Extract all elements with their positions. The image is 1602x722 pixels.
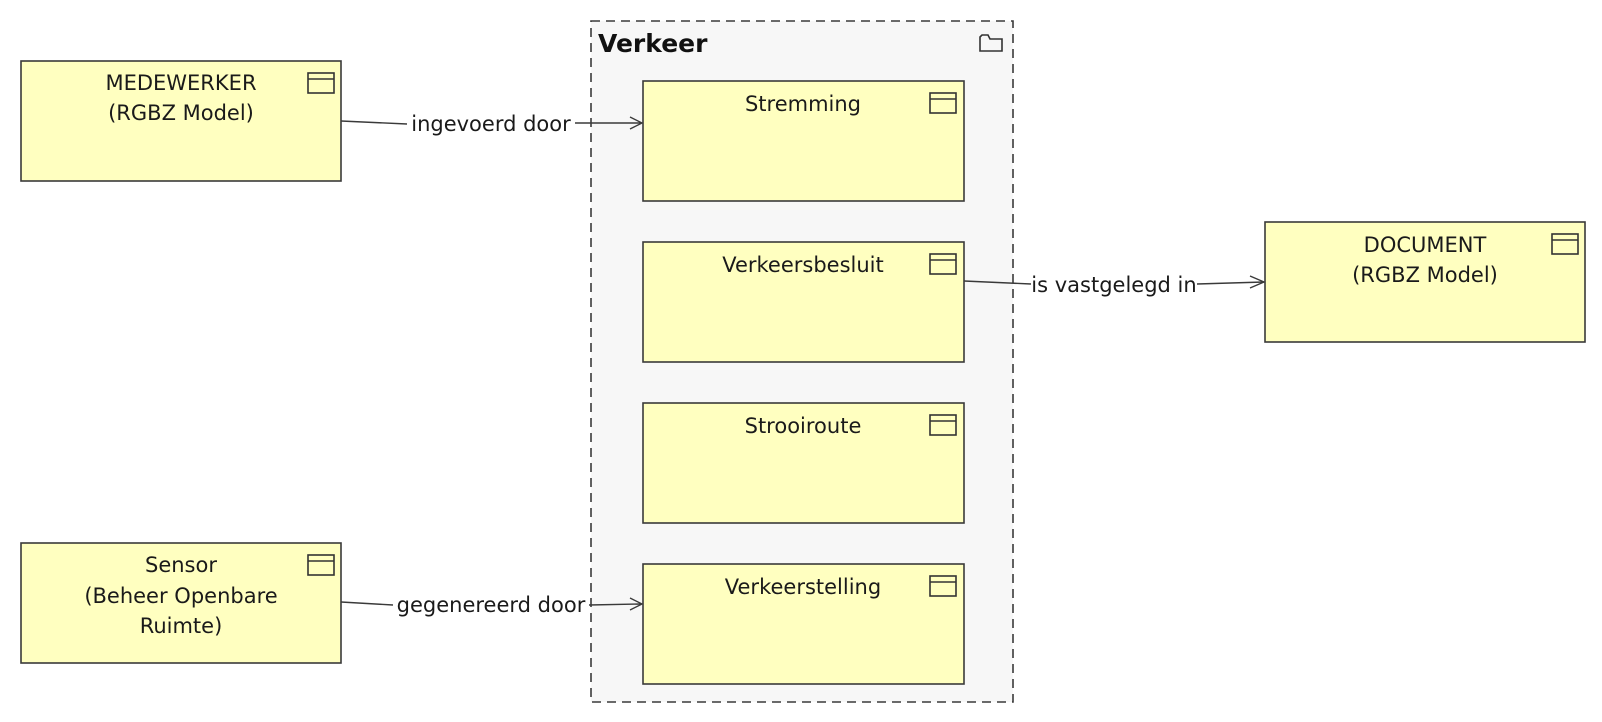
class-box xyxy=(20,542,342,664)
class-name: DOCUMENT xyxy=(1364,233,1487,257)
class-stereotype: (RGBZ Model) xyxy=(108,101,254,125)
class-box xyxy=(642,80,965,202)
class-icon xyxy=(929,92,957,114)
class-box xyxy=(20,60,342,182)
relation-gegenereerd-door[interactable]: gegenereerd door xyxy=(340,593,644,617)
class-name: Sensor xyxy=(145,553,217,577)
class-name: Verkeersbesluit xyxy=(722,253,884,277)
arrowhead-icon xyxy=(629,116,644,130)
class-icon xyxy=(929,575,957,597)
class-box xyxy=(642,241,965,363)
class-icon xyxy=(307,72,335,94)
class-strooiroute[interactable]: Strooiroute xyxy=(642,402,965,524)
folder-icon xyxy=(979,34,1003,52)
relation-line xyxy=(963,280,1265,285)
relation-label: is vastgelegd in xyxy=(1031,273,1196,297)
class-verkeersbesluit[interactable]: Verkeersbesluit xyxy=(642,241,965,363)
relation-label: ingevoerd door xyxy=(411,112,571,136)
relation-line xyxy=(340,120,641,125)
relation-is-vastgelegd-in[interactable]: is vastgelegd in xyxy=(963,273,1266,297)
class-box xyxy=(642,402,965,524)
class-verkeerstelling[interactable]: Verkeerstelling xyxy=(642,563,965,685)
class-icon xyxy=(307,554,335,576)
class-stereotype: (Beheer Openbare xyxy=(84,584,277,608)
class-icon xyxy=(929,253,957,275)
relation-line xyxy=(340,601,642,606)
class-sensor[interactable]: Sensor (Beheer Openbare Ruimte) xyxy=(20,542,342,664)
class-name: Verkeerstelling xyxy=(725,575,881,599)
arrowhead-icon xyxy=(1249,275,1266,289)
arrowhead-icon xyxy=(629,597,644,611)
class-stereotype-cont: Ruimte) xyxy=(140,614,223,638)
class-medewerker[interactable]: MEDEWERKER (RGBZ Model) xyxy=(20,60,342,182)
class-icon xyxy=(929,414,957,436)
class-name: Stremming xyxy=(745,92,861,116)
class-document[interactable]: DOCUMENT (RGBZ Model) xyxy=(1264,221,1586,343)
class-stremming[interactable]: Stremming xyxy=(642,80,965,202)
package-title: Verkeer xyxy=(598,29,708,58)
relation-label: gegenereerd door xyxy=(397,593,586,617)
class-name: Strooiroute xyxy=(745,414,862,438)
class-box xyxy=(642,563,965,685)
class-stereotype: (RGBZ Model) xyxy=(1352,263,1498,287)
class-icon xyxy=(1551,233,1579,255)
class-name: MEDEWERKER xyxy=(105,71,256,95)
relation-ingevoerd-door[interactable]: ingevoerd door xyxy=(340,112,644,136)
